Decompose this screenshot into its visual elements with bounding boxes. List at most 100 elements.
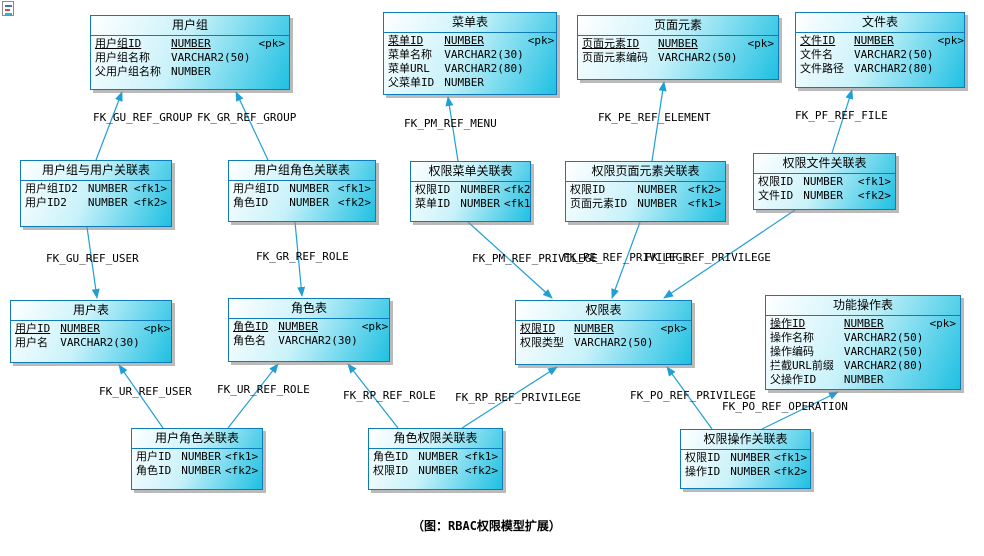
column-key-tag: <fk2>	[857, 189, 891, 202]
connector-FK_PE_REF_PRIVILEGE	[611, 221, 641, 299]
column-key-tag: <pk>	[361, 320, 389, 333]
column-type: NUMBER	[181, 464, 221, 477]
column-key-tag: <fk2>	[774, 465, 808, 478]
column-key-tag	[140, 336, 171, 350]
column-type: VARCHAR2(80)	[854, 62, 934, 75]
column-key-tag	[926, 331, 961, 345]
column-name: 用户ID	[136, 450, 172, 463]
column-name: 操作ID	[770, 317, 806, 330]
column-name: 权限ID	[520, 322, 556, 335]
fk-label-FK_UR_REF_ROLE: FK_UR_REF_ROLE	[217, 383, 310, 396]
column-name: 用户ID	[15, 322, 51, 335]
fk-label-FK_PE_REF_PRIVILEGE: FK_PE_REF_PRIVILEGE	[563, 251, 689, 264]
column-name: 用户组ID	[95, 37, 142, 50]
column-key-tag: <pk>	[143, 322, 171, 335]
column-name: 角色ID	[373, 450, 409, 463]
entity-title-operation-table: 功能操作表	[766, 296, 960, 316]
entity-title-role-privilege-assoc: 角色权限关联表	[369, 429, 502, 449]
connector-FK_PO_REF_PRIVILEGE	[666, 366, 713, 430]
entity-title-user-role-assoc: 用户角色关联表	[132, 429, 262, 449]
entity-title-file-table: 文件表	[796, 13, 964, 33]
column-type: NUMBER	[278, 320, 318, 333]
column-type: NUMBER	[444, 76, 484, 89]
column-name: 用户组ID2	[25, 182, 78, 195]
column-key-tag: <fk2>	[687, 183, 721, 196]
entity-title-usergroup-user-assoc: 用户组与用户关联表	[21, 161, 171, 181]
column-key-tag: <pk>	[527, 34, 555, 47]
column-type: VARCHAR2(50)	[658, 51, 738, 64]
column-name: 文件路径	[800, 62, 844, 75]
column-type: VARCHAR2(50)	[574, 336, 654, 349]
column-name: 文件ID	[758, 189, 794, 202]
fk-label-FK_PO_REF_PRIVILEGE: FK_PO_REF_PRIVILEGE	[630, 389, 756, 402]
entity-title-privilege-table: 权限表	[516, 301, 691, 321]
column-type: NUMBER	[87, 182, 128, 195]
column-type: NUMBER	[574, 322, 614, 335]
column-key-tag	[524, 62, 556, 76]
column-key-tag: <pk>	[937, 34, 964, 47]
fk-label-FK_PF_REF_PRIVILEGE: FK_PF_REF_PRIVILEGE	[645, 251, 771, 264]
column-type: NUMBER	[87, 196, 128, 209]
connector-FK_PE_REF_ELEMENT	[651, 81, 667, 162]
column-key-tag	[255, 65, 290, 79]
fk-label-FK_PO_REF_OPERATION: FK_PO_REF_OPERATION	[722, 400, 848, 413]
connector-FK_PM_REF_PRIVILEGE	[467, 221, 553, 299]
column-type: NUMBER	[854, 34, 894, 47]
fk-label-FK_GR_REF_ROLE: FK_GR_REF_ROLE	[256, 250, 349, 263]
entity-title-privilege-menu-assoc: 权限菜单关联表	[411, 162, 530, 182]
column-key-tag	[657, 336, 692, 350]
fk-label-FK_GR_REF_GROUP: FK_GR_REF_GROUP	[197, 111, 297, 124]
connector-FK_UR_REF_ROLE	[227, 363, 279, 429]
entity-title-usergroup-role-assoc: 用户组角色关联表	[229, 161, 375, 181]
column-row: 角色ID NUMBER <pk>	[229, 320, 389, 334]
diagram-caption: （图：RBAC权限模型扩展）	[412, 519, 561, 533]
column-key-tag: <fk1>	[133, 182, 167, 195]
column-type: NUMBER	[418, 450, 458, 463]
entity-title-page-element: 页面元素	[578, 16, 778, 36]
column-key-tag: <fk1>	[225, 450, 259, 463]
column-key-tag: <fk1>	[337, 182, 371, 195]
column-name: 角色ID	[233, 320, 269, 333]
column-name: 权限类型	[520, 336, 564, 349]
column-name: 权限ID	[758, 175, 794, 188]
fk-label-FK_PM_REF_MENU: FK_PM_REF_MENU	[404, 117, 497, 130]
column-type: NUMBER	[637, 183, 677, 196]
connector-FK_GR_REF_ROLE	[294, 221, 306, 297]
column-type: NUMBER	[637, 197, 677, 210]
entity-title-user-table: 用户表	[11, 301, 171, 321]
column-type: NUMBER	[730, 465, 770, 478]
column-type: NUMBER	[460, 197, 500, 210]
column-type: NUMBER	[418, 464, 458, 477]
column-type: NUMBER	[444, 34, 484, 47]
column-key-tag: <fk2>	[337, 196, 371, 209]
